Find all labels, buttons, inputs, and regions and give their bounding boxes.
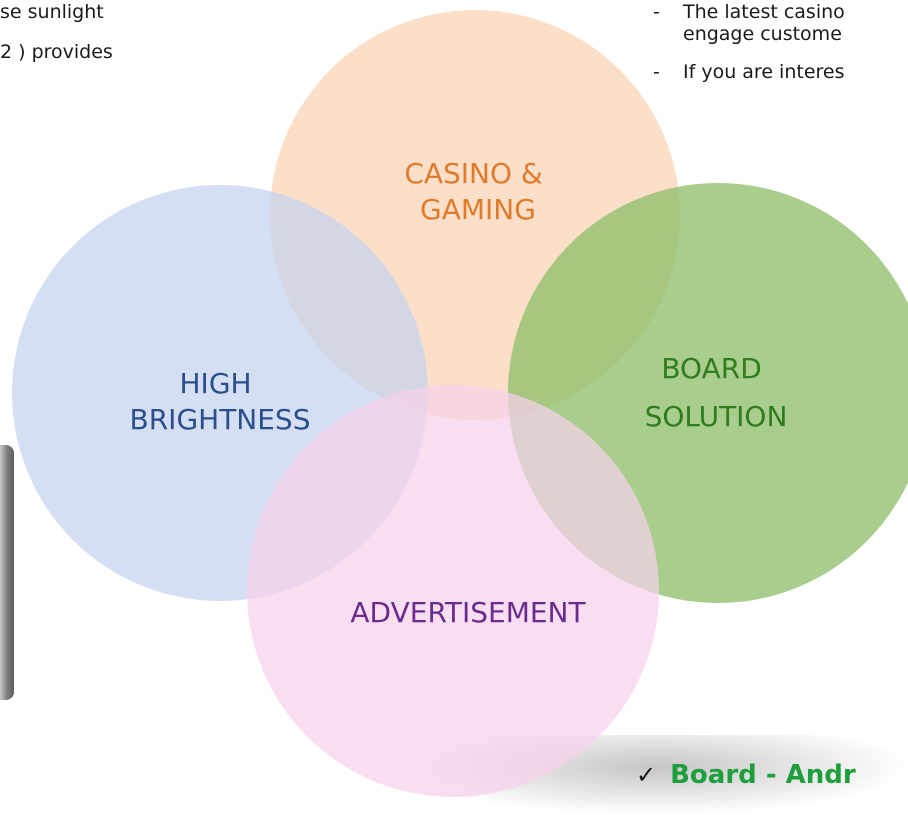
venn-diagram: CASINO & GAMING BOARD SOLUTION HIGH BRIG… [12,10,908,797]
venn-label-brightness-line-2: BRIGHTNESS [130,403,311,436]
right-text-line-1: The latest casino [683,1,845,23]
venn-label-board-line-1: BOARD [661,352,761,385]
venn-label-board: BOARD SOLUTION [645,352,788,433]
venn-label-board-line-2: SOLUTION [645,400,788,433]
venn-label-casino: CASINO & GAMING [404,157,551,226]
right-text-line-3: If you are interes [683,61,845,83]
right-bullet-2: - If you are interes [653,60,845,84]
bullet-dash: - [653,61,660,83]
right-text-line-2: engage custome [683,23,842,45]
venn-label-advertisement: ADVERTISEMENT [350,596,586,629]
right-bullet-1: - The latest casino [653,0,845,24]
device-image-edge [0,445,14,700]
venn-label-advertisement-line-1: ADVERTISEMENT [350,596,586,629]
footer-label: Board - Andr [670,760,856,790]
venn-label-casino-line-2: GAMING [420,193,536,226]
venn-label-casino-line-1: CASINO & [404,157,542,190]
bullet-dash: - [653,1,660,23]
footer-board-line: ✓ Board - Andr [636,760,856,790]
left-text-line-1: se sunlight [0,1,104,23]
venn-label-brightness-line-1: HIGH [180,367,252,400]
venn-label-brightness: HIGH BRIGHTNESS [130,367,311,436]
venn-circle-advertisement [247,385,659,797]
checkmark-icon: ✓ [636,761,657,789]
left-text-line-2: 2 ) provides [0,41,113,63]
